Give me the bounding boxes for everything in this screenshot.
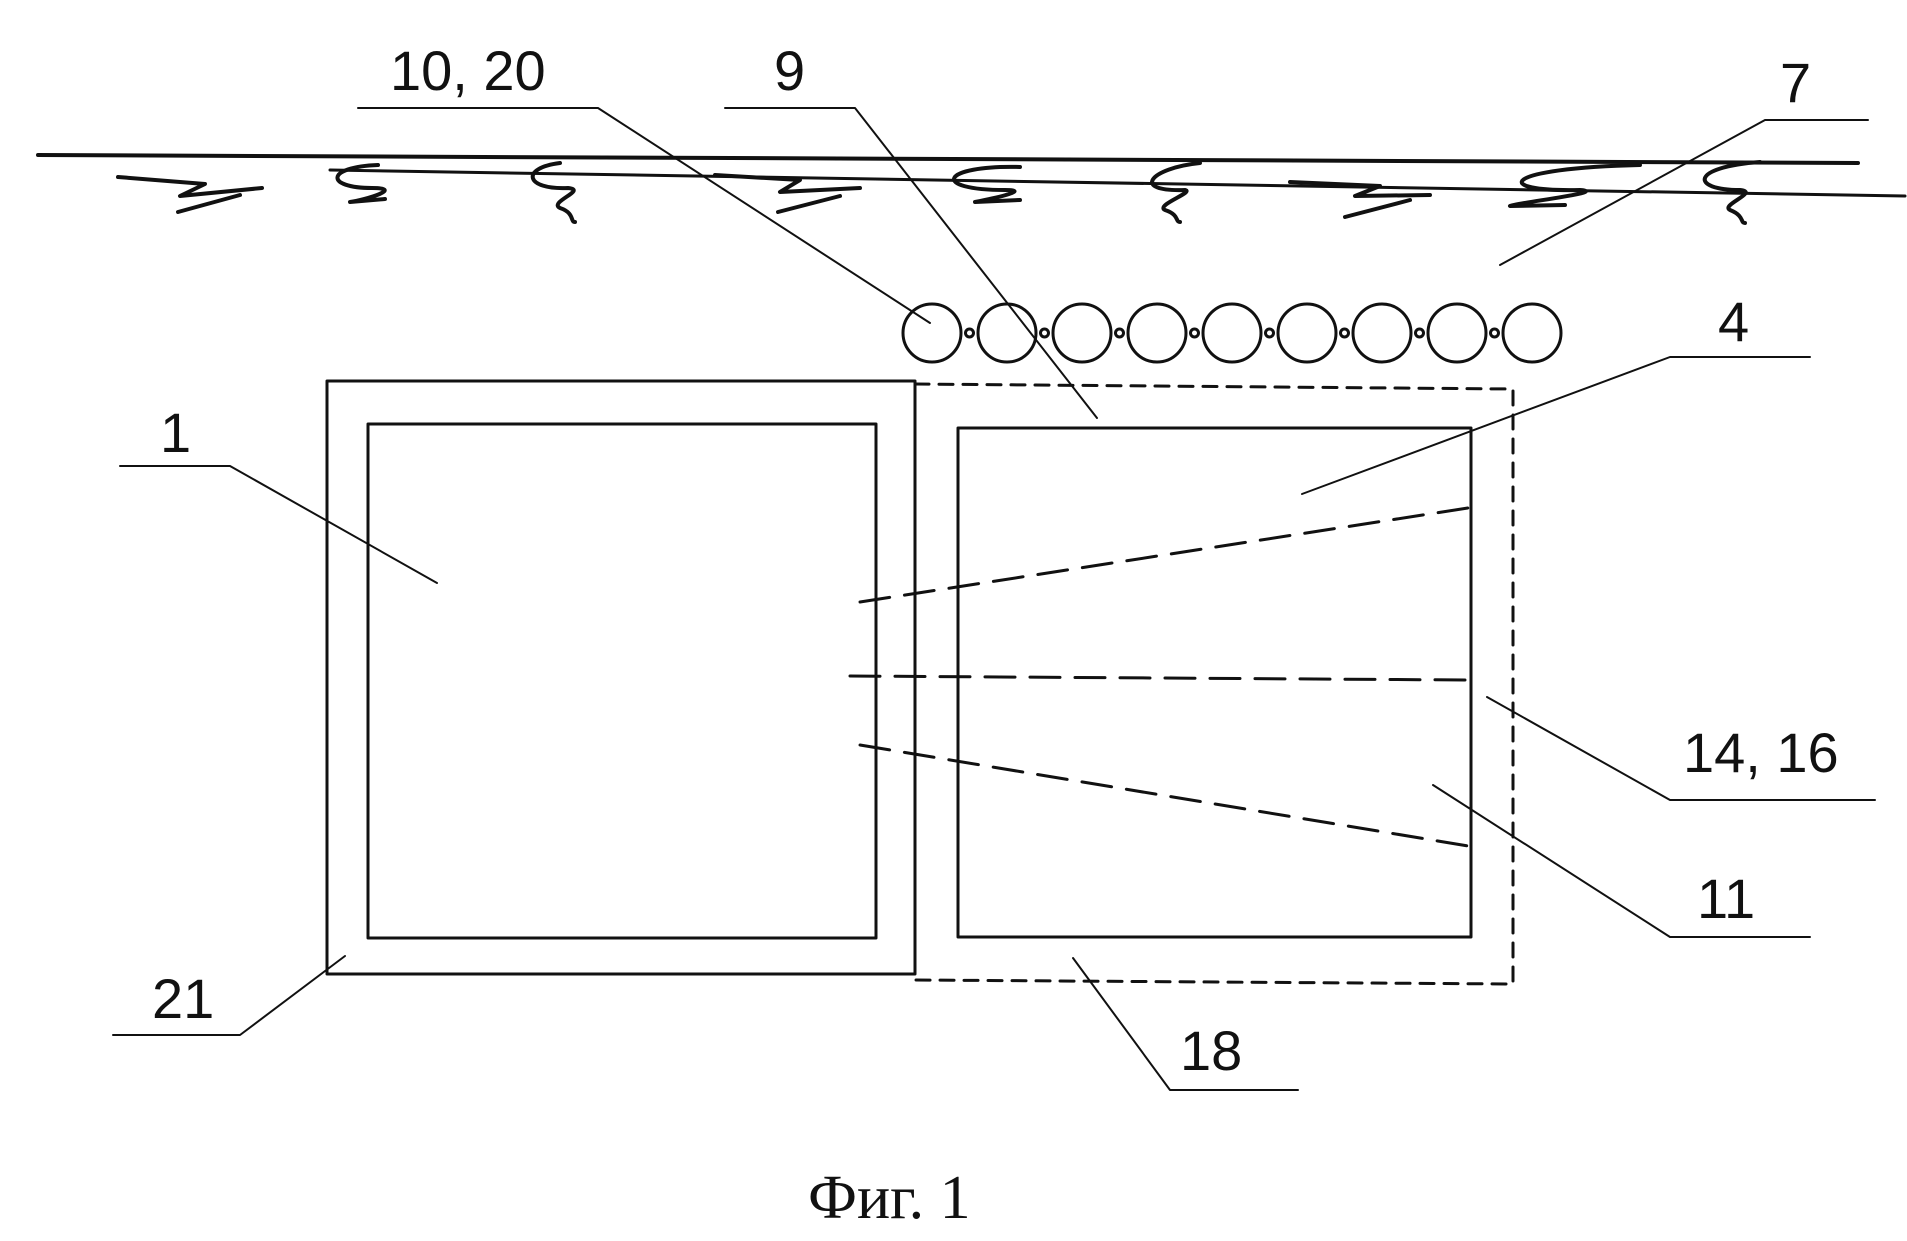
- label-21: 21: [152, 967, 214, 1030]
- boom-float: [1128, 304, 1186, 362]
- floating-boom: [903, 304, 1561, 362]
- tank-1: [368, 424, 876, 938]
- figure-caption: Фиг. 1: [808, 1164, 971, 1232]
- label-10-20: 10, 20: [390, 39, 546, 102]
- boom-connector: [1341, 329, 1349, 337]
- boom-connector: [1041, 329, 1049, 337]
- flow-line-middle: [850, 676, 1468, 680]
- wave-squiggle: [178, 195, 240, 212]
- water-slope-line: [330, 170, 1905, 196]
- boom-connector: [1266, 329, 1274, 337]
- leader-9: [725, 108, 1097, 418]
- boom-connector: [1191, 329, 1199, 337]
- leader-21: [113, 956, 345, 1035]
- wave-squiggle: [954, 167, 1020, 202]
- boom-float: [1428, 304, 1486, 362]
- boom-connector: [966, 329, 974, 337]
- flow-line-lower: [860, 745, 1468, 846]
- boom-float: [903, 304, 961, 362]
- boom-float: [1203, 304, 1261, 362]
- boom-connector: [1491, 329, 1499, 337]
- leader-1: [120, 466, 437, 583]
- label-7: 7: [1780, 51, 1811, 114]
- leader-lines: [113, 108, 1875, 1090]
- module-4: [958, 428, 1471, 937]
- wave-squiggle: [1152, 163, 1200, 222]
- label-9: 9: [774, 39, 805, 102]
- boom-float: [1053, 304, 1111, 362]
- label-4: 4: [1718, 290, 1749, 353]
- label-18: 18: [1180, 1019, 1242, 1082]
- wave-squiggle: [778, 196, 840, 212]
- flow-line-upper: [860, 508, 1468, 602]
- boom-float: [1503, 304, 1561, 362]
- dashed-enclosure-18: [915, 384, 1513, 984]
- leader-10-20: [358, 108, 930, 323]
- water-surface-line: [38, 155, 1858, 163]
- outer-frame-21: [327, 381, 915, 974]
- label-11: 11: [1697, 867, 1755, 930]
- boom-float: [1278, 304, 1336, 362]
- boom-float: [978, 304, 1036, 362]
- boom-float: [1353, 304, 1411, 362]
- leader-4: [1302, 357, 1810, 494]
- label-14-16: 14, 16: [1683, 721, 1839, 784]
- label-1: 1: [160, 401, 191, 464]
- wave-squiggle: [533, 163, 575, 222]
- wave-squiggle: [1345, 200, 1410, 217]
- boom-connector: [1416, 329, 1424, 337]
- boom-connector: [1116, 329, 1124, 337]
